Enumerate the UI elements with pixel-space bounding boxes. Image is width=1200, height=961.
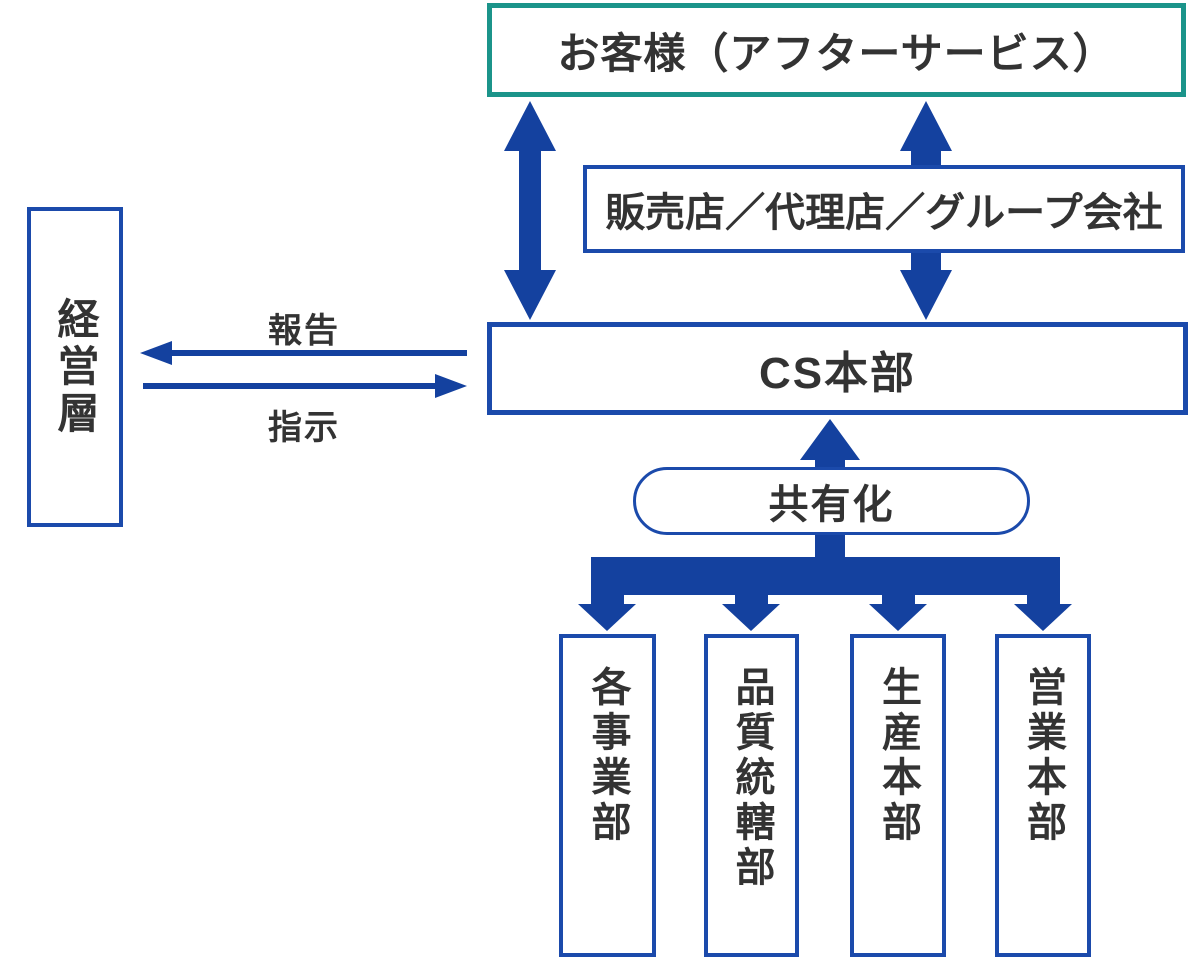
management-box: 経営層	[27, 207, 123, 527]
double-arrow-customer-cs-icon	[504, 101, 556, 320]
dealer-box-label: 販売店／代理店／グループ会社	[605, 191, 1163, 235]
department-down-arrows	[578, 557, 1072, 631]
department-box-quality-control: 品質統轄部	[704, 634, 799, 957]
instruction-label: 指示	[268, 409, 340, 447]
department-label: 品質統轄部	[729, 666, 774, 891]
instruction-arrow-head-icon	[435, 374, 467, 398]
management-label: 経営層	[52, 296, 99, 438]
cs-headquarters-label: CS本部	[758, 348, 917, 398]
sharing-up-arrow-icon	[800, 419, 860, 470]
dealer-box: 販売店／代理店／グループ会社	[583, 165, 1185, 253]
department-label: 生産本部	[876, 666, 920, 846]
customer-box: お客様（アフターサービス）	[487, 3, 1186, 97]
instruction-arrow-line	[143, 383, 438, 389]
department-label: 各事業部	[585, 666, 630, 846]
department-box-production-hq: 生産本部	[850, 634, 946, 957]
customer-box-label: お客様（アフターサービス）	[557, 29, 1116, 77]
department-label: 営業本部	[1021, 666, 1065, 846]
department-box-sales-hq: 営業本部	[995, 634, 1091, 957]
sharing-label: 共有化	[768, 483, 895, 527]
report-label: 報告	[268, 312, 340, 350]
department-box-business-divisions: 各事業部	[559, 634, 656, 957]
cs-headquarters-box: CS本部	[487, 322, 1188, 415]
report-arrow-line	[168, 350, 467, 356]
distribution-bar	[591, 557, 1060, 595]
report-arrow-head-icon	[140, 341, 172, 365]
sharing-box: 共有化	[633, 467, 1030, 535]
